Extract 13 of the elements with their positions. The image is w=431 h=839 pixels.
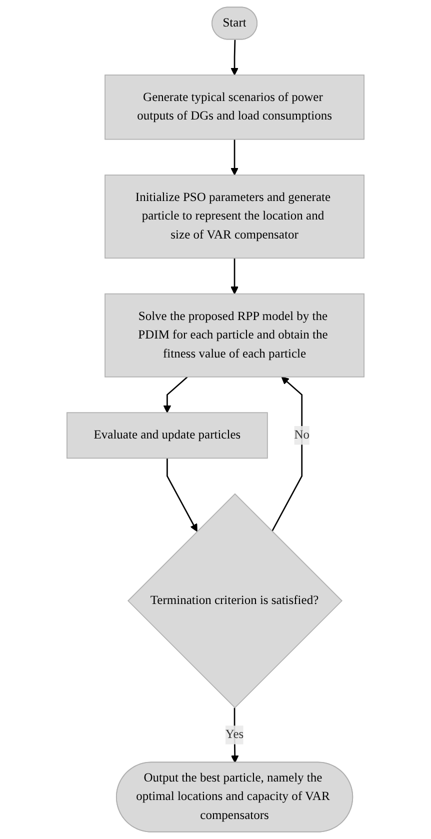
arrow [166,458,198,532]
arrow [230,40,238,76]
node-diamond: Termination criterion is satisfied? [127,493,342,708]
node-box: Initialize PSO parameters and generate particle to represent the location and size of VAR compensator [104,174,364,259]
arrow [230,258,238,294]
arrow [163,376,188,413]
arrow [271,376,303,532]
node-box: Solve the proposed RPP model by the PDIM for each particle and obtain the fitness value of each particle [104,293,364,378]
node-box: Evaluate and update particles [66,412,268,459]
edge-label: Yes [225,728,244,742]
node-box: Generate typical scenarios of power outputs of DGs and load consumptions [104,74,364,140]
edge-label: No [294,428,310,442]
arrow [230,139,238,176]
